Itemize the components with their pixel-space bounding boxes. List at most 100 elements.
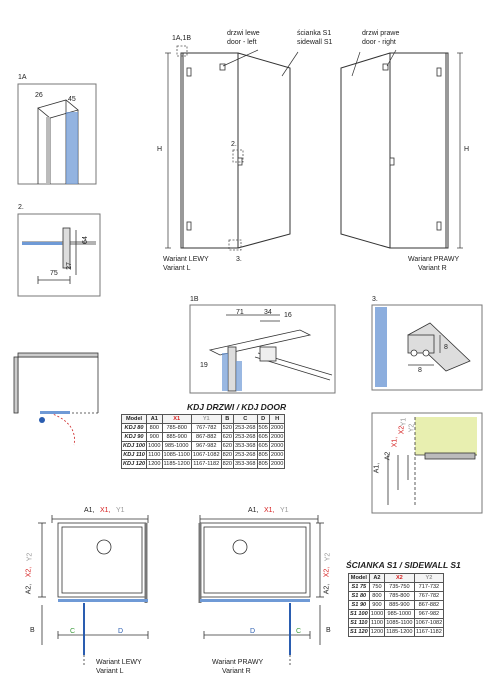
table-cell: 2000 <box>268 432 286 442</box>
elevation-drawings <box>17 45 463 297</box>
table-cell: 767-782 <box>413 591 445 601</box>
side-x1-label: X1, <box>391 436 399 448</box>
table-cell: 605 <box>256 432 270 442</box>
sidewall-label-pl: ścianka S1 <box>297 30 332 37</box>
detail-2-dim-a: 64 <box>81 236 89 244</box>
detail-1b-dim-c: 16 <box>284 312 292 319</box>
detail-1b-dim-a: 71 <box>236 309 244 316</box>
height-label-left: H <box>157 146 163 153</box>
table-cell: 505 <box>256 423 270 433</box>
plan-drawings <box>38 515 324 665</box>
table-cell: S1 80 <box>348 591 370 601</box>
table-cell: 2000 <box>268 423 286 433</box>
table-row: S1 120 1200 1185-1200 1167-1182 <box>348 627 445 637</box>
plan-left-variant-en: Variant L <box>96 668 124 675</box>
table-cell: 900 <box>146 432 163 442</box>
sidewall-label-en: sidewall S1 <box>297 39 333 46</box>
table-cell: 353-368 <box>232 459 258 469</box>
table-row: S1 110 1100 1085-1100 1067-1082 <box>348 618 445 628</box>
variant-left-en: Variant L <box>163 265 191 272</box>
table-row: KDJ 100 1000 985-1000 967-982 620 353-36… <box>120 441 286 451</box>
callout-1a1b: 1A,1B <box>172 35 192 42</box>
sidewall-th-a2: A2 <box>368 573 386 583</box>
plan-right-x1: X1, <box>264 507 275 514</box>
table-cell: 1085-1100 <box>161 450 192 460</box>
table-cell: KDJ 120 <box>120 459 148 469</box>
detail-1b-dim-b: 34 <box>264 309 272 316</box>
table-cell: 1100 <box>146 450 163 460</box>
plan-left-a1: A1, <box>84 507 95 514</box>
height-label-right: H <box>464 146 470 153</box>
table-cell: 1200 <box>146 459 163 469</box>
plan-right-a1: A1, <box>248 507 259 514</box>
table-cell: 253-268 <box>232 432 258 442</box>
table-cell: 805 <box>256 450 270 460</box>
detail-1b-dim-d: 19 <box>200 362 208 369</box>
plan-left-x2: X2, <box>25 566 33 578</box>
table-cell: 800 <box>368 591 386 601</box>
door-th-h: H <box>268 414 286 424</box>
table-cell: 717-732 <box>413 582 445 592</box>
detail-1a-title: 1A <box>18 74 27 81</box>
table-cell: 900 <box>368 600 386 610</box>
detail-1a-dim-a: 26 <box>35 92 43 99</box>
plan-right-b: B <box>326 627 331 634</box>
detail-3-title: 3. <box>372 296 378 303</box>
table-cell: S1 120 <box>348 627 370 637</box>
variant-right-en: Variant R <box>418 265 447 272</box>
table-cell: KDJ 110 <box>120 450 148 460</box>
door-right-label-en: door - right <box>362 39 396 46</box>
sidewall-th-x2: X2 <box>384 573 415 583</box>
door-th-x1: X1 <box>161 414 192 424</box>
table-cell: 767-782 <box>190 423 222 433</box>
plan-right-y1: Y1 <box>280 507 289 514</box>
sidewall-table: Model A2 X2 Y2 S1 75 750 735-750 717-732… <box>348 573 445 637</box>
table-cell: 353-368 <box>232 441 258 451</box>
table-cell: 1185-1200 <box>384 627 415 637</box>
plan-left-c: C <box>70 628 76 635</box>
table-cell: 1167-1182 <box>413 627 445 637</box>
detail-1b-title: 1B <box>190 296 199 303</box>
table-cell: 253-268 <box>232 450 258 460</box>
door-left-label-en: door - left <box>227 39 257 46</box>
table-row: S1 75 750 735-750 717-732 <box>348 582 445 592</box>
door-th-c: C <box>232 414 258 424</box>
table-cell: 620 <box>220 441 234 451</box>
detail-3-dim-a: 8 <box>444 344 448 351</box>
side-a2-label: A2 <box>384 451 392 461</box>
table-cell: 820 <box>220 459 234 469</box>
detail-2-dim-b: 27 <box>65 262 73 270</box>
table-cell: 867-882 <box>190 432 222 442</box>
table-cell: 800 <box>146 423 163 433</box>
detail-1b-drawing <box>189 304 336 394</box>
table-cell: 885-900 <box>161 432 192 442</box>
table-cell: 520 <box>220 423 234 433</box>
plan-right-d: D <box>250 628 256 635</box>
table-row: S1 80 800 785-800 767-782 <box>348 591 445 601</box>
detail-2-title: 2. <box>18 204 24 211</box>
door-th-d: D <box>256 414 270 424</box>
plan-left-y2: Y2 <box>26 552 34 562</box>
detail-1a-dim-b: 45 <box>68 96 76 103</box>
table-cell: S1 75 <box>348 582 370 592</box>
table-cell: S1 110 <box>348 618 370 628</box>
plan-left-variant-pl: Wariant LEWY <box>96 659 142 666</box>
side-a1-label: A1, <box>373 462 381 474</box>
door-th-y1: Y1 <box>190 414 222 424</box>
sidewall-table-title: ŚCIANKA S1 / SIDEWALL S1 <box>346 560 461 570</box>
table-row: KDJ 90 900 885-900 867-882 620 253-268 6… <box>120 432 286 442</box>
plan-right-variant-en: Variant R <box>222 668 251 675</box>
door-th-a1: A1 <box>146 414 163 424</box>
table-cell: 1185-1200 <box>161 459 192 469</box>
door-table-title: KDJ DRZWI / KDJ DOOR <box>187 402 287 412</box>
callout-3: 3. <box>236 256 242 263</box>
variant-left-pl: Wariant LEWY <box>163 256 209 263</box>
sidewall-table-body: S1 75 750 735-750 717-732 S1 80 800 785-… <box>348 582 445 637</box>
door-table-body: KDJ 80 800 785-800 767-782 520 253-268 5… <box>120 423 286 469</box>
table-cell: 735-750 <box>384 582 415 592</box>
plan-right-c: C <box>296 628 302 635</box>
side-view-drawing <box>371 412 483 514</box>
table-cell: 620 <box>220 432 234 442</box>
table-cell: 885-900 <box>384 600 415 610</box>
table-cell: 967-982 <box>190 441 222 451</box>
